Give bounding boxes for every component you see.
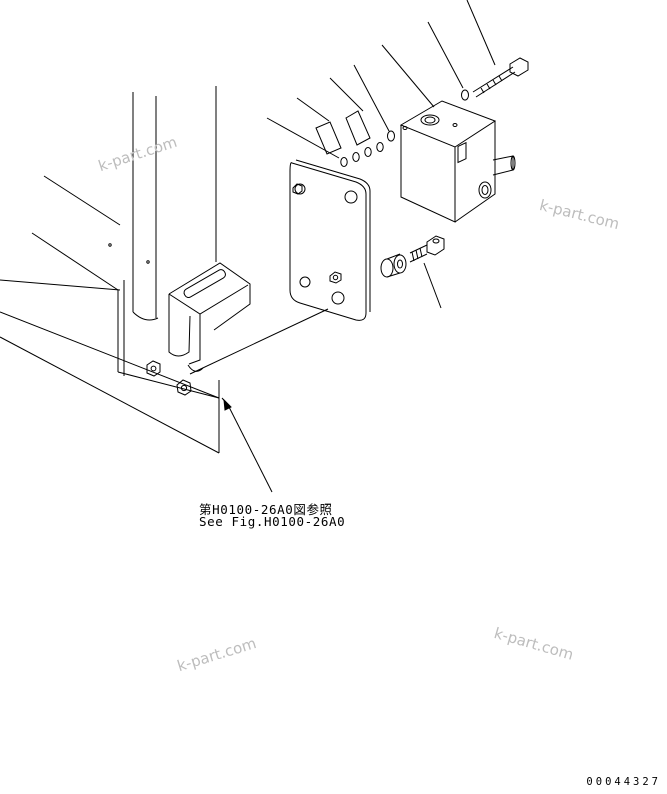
valve-block xyxy=(401,101,515,222)
mounting-bracket xyxy=(169,263,250,371)
panel-nuts xyxy=(147,361,191,395)
diagram-code: 00044327 xyxy=(586,776,661,788)
side-panel-frame xyxy=(0,176,219,453)
o-rings xyxy=(341,131,395,167)
leader-lines xyxy=(228,0,495,492)
mounting-plate xyxy=(290,160,370,320)
assembly-line xyxy=(190,309,328,374)
vertical-column xyxy=(109,86,216,320)
callout-tags xyxy=(316,111,370,154)
reference-label-japanese: 第H0100-26A0図参照 xyxy=(199,502,333,517)
reference-arrow-icon xyxy=(222,398,231,410)
top-bolt xyxy=(462,58,529,100)
reference-label-english: See Fig.H0100-26A0 xyxy=(199,514,346,529)
front-bolt xyxy=(381,236,444,277)
